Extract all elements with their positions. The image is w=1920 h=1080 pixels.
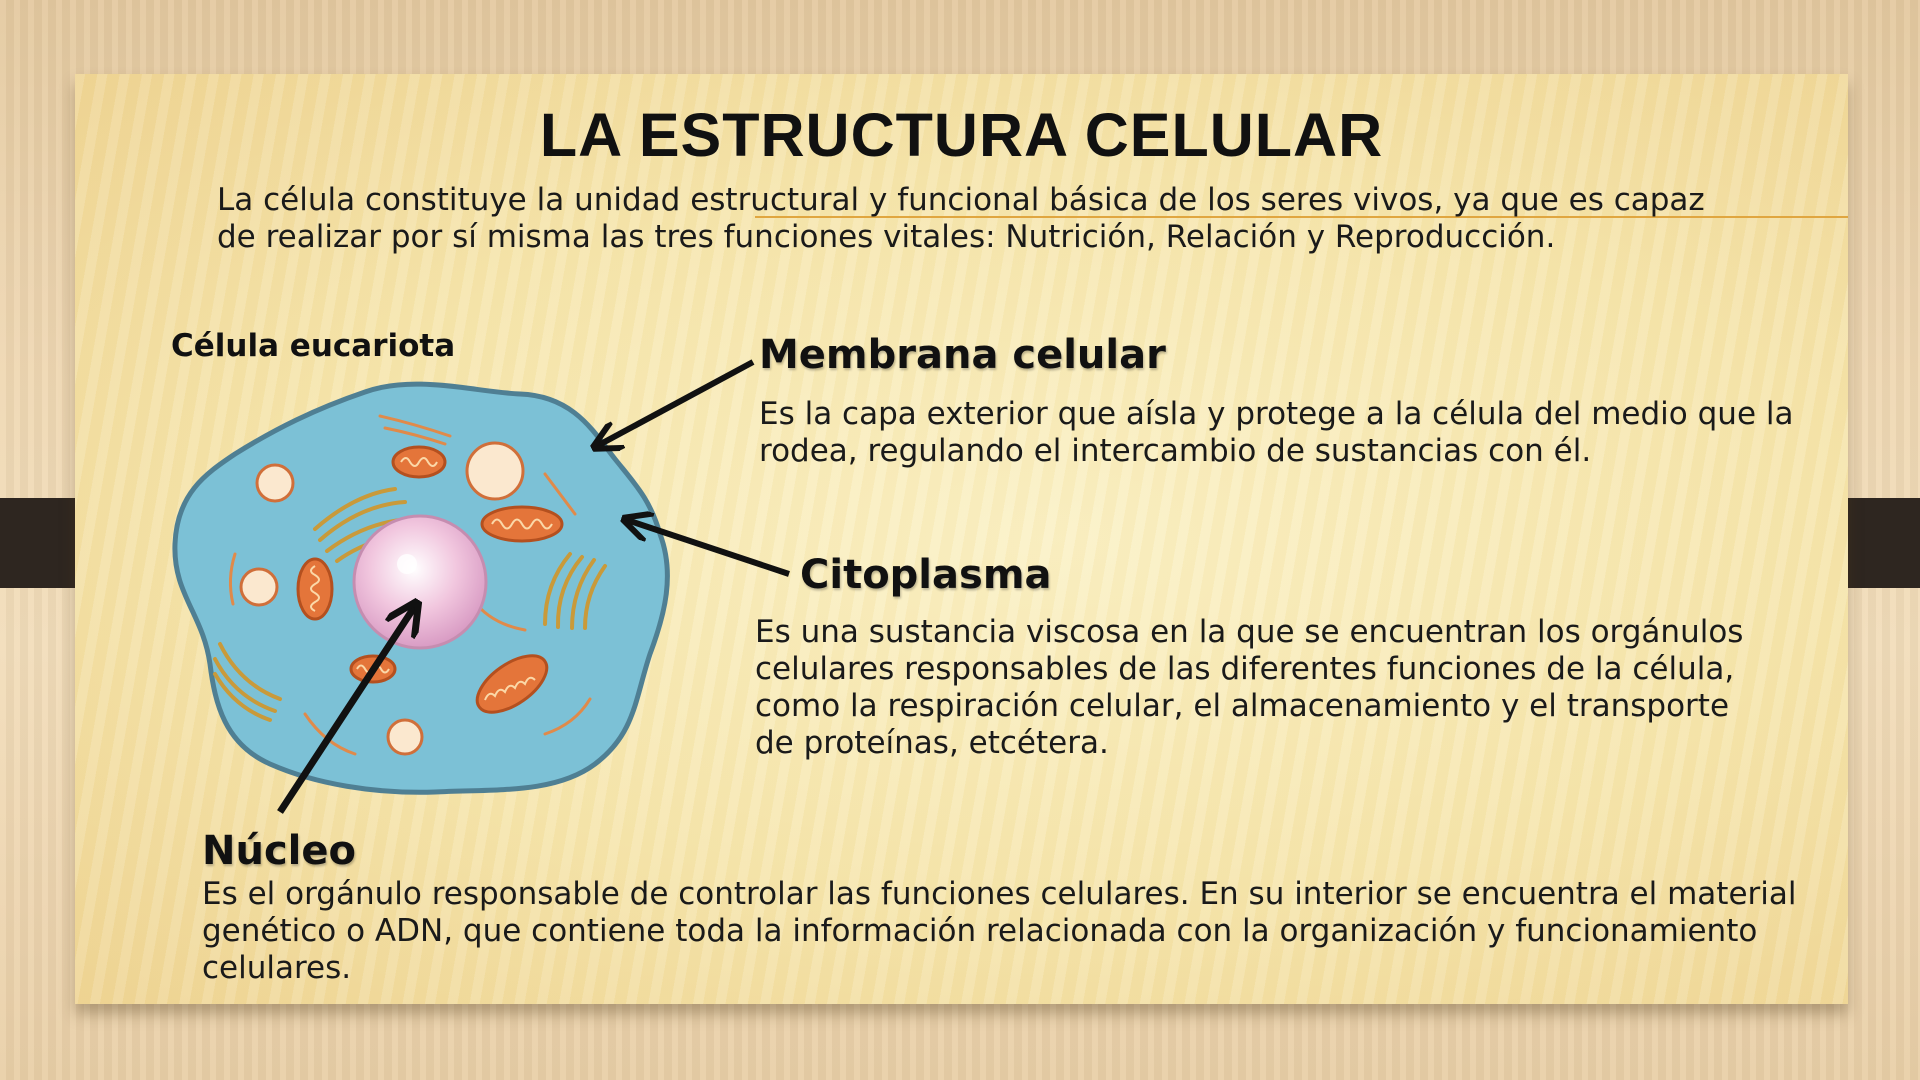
golgi-apparatus xyxy=(543,552,607,630)
arrow-membrana xyxy=(597,359,755,446)
mitochondrion xyxy=(480,505,564,543)
mitochondrion xyxy=(475,654,549,714)
slide: LA ESTRUCTURA CELULAR La célula constitu… xyxy=(75,74,1848,1004)
description-citoplasma: Es una sustancia viscosa en la que se en… xyxy=(755,614,1744,761)
side-band-right xyxy=(1840,498,1920,588)
mitochondrion xyxy=(296,557,334,621)
vesicle xyxy=(239,567,279,607)
arrow-nucleo xyxy=(277,606,415,814)
vesicle xyxy=(386,718,424,756)
intro-text: La célula constituye la unidad estructur… xyxy=(217,182,1705,255)
page-title: LA ESTRUCTURA CELULAR xyxy=(539,101,1384,169)
decorative-line xyxy=(755,216,1848,218)
label-membrana: Membrana celular xyxy=(759,332,1166,378)
label-citoplasma: Citoplasma xyxy=(800,552,1052,598)
golgi-apparatus xyxy=(213,642,282,722)
nucleolus xyxy=(397,554,417,574)
arrow-citoplasma xyxy=(627,520,790,577)
label-nucleo: Núcleo xyxy=(202,828,356,874)
side-band-left xyxy=(0,498,80,588)
vesicle xyxy=(465,441,525,501)
cell-diagram xyxy=(172,359,790,814)
cell-nucleus xyxy=(352,514,488,650)
description-nucleo: Es el orgánulo responsable de controlar … xyxy=(202,876,1797,986)
vesicle xyxy=(255,463,295,503)
description-membrana: Es la capa exterior que aísla y protege … xyxy=(759,396,1794,469)
mitochondrion xyxy=(391,445,447,479)
cell-caption: Célula eucariota xyxy=(171,328,456,364)
